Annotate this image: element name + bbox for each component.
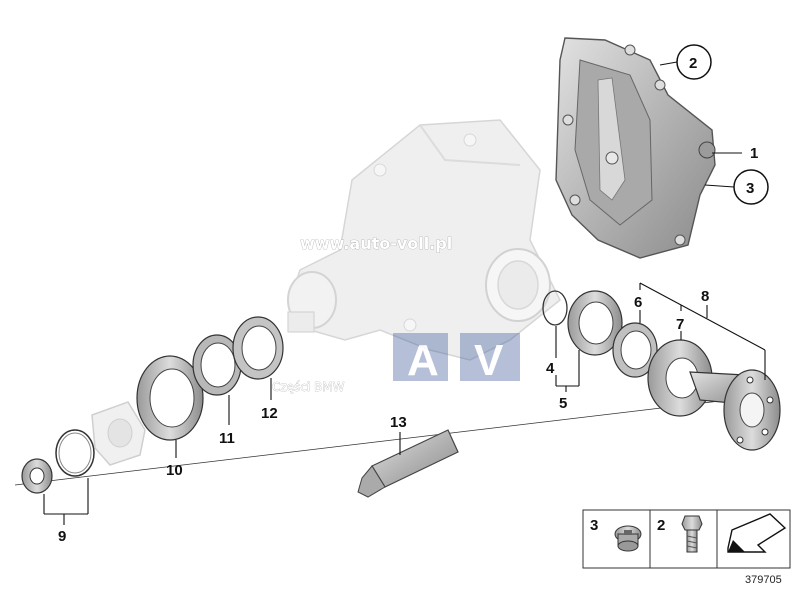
callout-number-6: 6 [634, 294, 642, 311]
callout-number-8: 8 [701, 288, 709, 305]
callout-number-9: 9 [58, 528, 66, 545]
part-13-grease-tube [357, 429, 459, 498]
direction-arrow-icon [727, 513, 787, 553]
callout-number-12: 12 [261, 405, 278, 422]
part-12-shim [232, 316, 284, 380]
leader-lines [43, 61, 766, 525]
watermark-logo-left: A [407, 336, 439, 385]
part-9-ring [55, 429, 95, 477]
watermark-logo: A V [393, 333, 520, 385]
legend-item-a-number: 3 [590, 517, 598, 534]
part-4-o-ring [542, 290, 568, 326]
callout-number-10: 10 [166, 462, 183, 479]
callout-number-13: 13 [390, 414, 407, 431]
callout-number-2: 2 [689, 55, 697, 72]
part-11-shim [192, 334, 242, 396]
plug-screw-icon [614, 525, 642, 552]
callout-number-5: 5 [559, 395, 567, 412]
part-8-output-flange [689, 369, 781, 451]
part-9-nut [21, 458, 53, 494]
watermark-caption: Części BMW [272, 380, 345, 394]
watermark-logo-right: V [474, 336, 504, 385]
callout-number-7: 7 [676, 316, 684, 333]
callout-number-3: 3 [746, 180, 754, 197]
legend-item-b-number: 2 [657, 517, 665, 534]
legend-box: 3 2 [582, 509, 791, 569]
callout-number-1: 1 [750, 145, 758, 162]
part-5-seal [567, 290, 623, 356]
differential-housing [287, 119, 561, 361]
part-10-seal [136, 355, 204, 441]
part-6-shim [612, 322, 658, 378]
callout-number-11: 11 [219, 430, 235, 447]
differential-cover [555, 37, 716, 259]
diagram-id: 379705 [745, 574, 782, 586]
callout-number-4: 4 [546, 360, 555, 377]
assembly-axis-line [14, 394, 771, 486]
watermark-url: www.auto-voll.pl [300, 234, 452, 253]
part-7-washer [647, 339, 713, 417]
bolt-icon [681, 515, 703, 553]
flange-ghost [91, 401, 146, 466]
